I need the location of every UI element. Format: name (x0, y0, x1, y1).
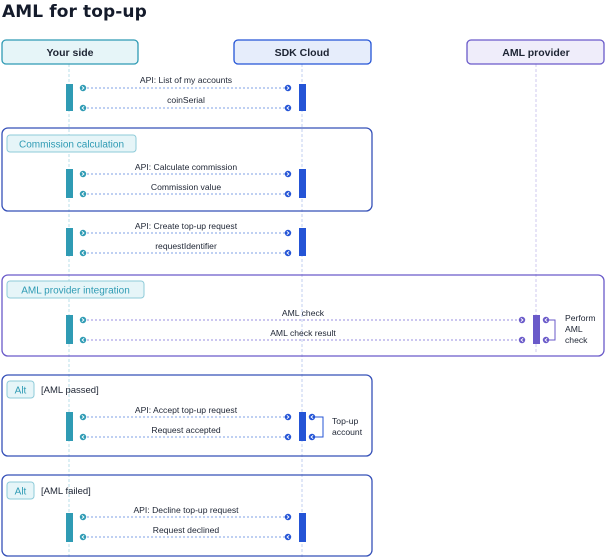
sdk-cloud-activation (299, 84, 306, 111)
self-call-topup-account: Top-up account (308, 413, 363, 441)
your-side-activation (66, 513, 73, 542)
svg-text:Top-up: Top-up (332, 416, 358, 426)
aml-integration-frame: AML provider integration (1, 274, 605, 357)
alt-tag: Alt (15, 487, 27, 498)
svg-text:account: account (332, 427, 363, 437)
svg-text:API: Calculate commission: API: Calculate commission (135, 162, 237, 172)
message-coin-serial: coinSerial (79, 95, 292, 112)
your-side-activation (66, 412, 73, 441)
sdk-cloud-activation (299, 412, 306, 441)
sdk-cloud-activation (299, 169, 306, 198)
message-decline-topup: API: Decline top-up request (79, 505, 292, 521)
svg-text:AML check: AML check (282, 308, 325, 318)
sdk-cloud-activation (299, 228, 306, 256)
your-side-activation (66, 315, 73, 344)
svg-text:API: Create top-up request: API: Create top-up request (135, 221, 238, 231)
alt-condition: [AML failed] (41, 486, 91, 497)
your-side-activation (66, 228, 73, 256)
svg-text:AML check result: AML check result (270, 328, 336, 338)
self-call-perform-aml-check: Perform AML check (542, 313, 596, 345)
svg-text:API: Decline top-up request: API: Decline top-up request (133, 505, 239, 515)
svg-text:Request declined: Request declined (153, 525, 220, 535)
group-label: AML provider integration (21, 286, 130, 297)
svg-text:Request accepted: Request accepted (151, 425, 220, 435)
message-aml-check-result: AML check result (79, 328, 526, 344)
aml-provider-activation (533, 315, 540, 344)
svg-text:SDK Cloud: SDK Cloud (275, 47, 330, 59)
svg-text:API: List of my accounts: API: List of my accounts (140, 75, 232, 85)
message-commission-value: Commission value (79, 182, 292, 198)
page-title: AML for top-up (2, 2, 147, 22)
your-side-activation (66, 84, 73, 111)
participant-aml-provider: AML provider (466, 39, 605, 65)
sdk-cloud-activation (299, 513, 306, 542)
participant-sdk-cloud: SDK Cloud (233, 39, 372, 65)
svg-text:Commission value: Commission value (151, 182, 221, 192)
message-list-accounts: API: List of my accounts (79, 75, 292, 92)
message-calc-commission: API: Calculate commission (79, 162, 292, 178)
group-label: Commission calculation (19, 140, 124, 151)
svg-text:API: Accept top-up request: API: Accept top-up request (135, 405, 238, 415)
message-aml-check: AML check (79, 308, 526, 324)
svg-text:Your side: Your side (46, 47, 93, 59)
svg-text:requestIdentifier: requestIdentifier (155, 241, 217, 251)
message-create-topup: API: Create top-up request (79, 221, 292, 237)
svg-text:check: check (565, 335, 588, 345)
message-request-declined: Request declined (79, 525, 292, 541)
your-side-activation (66, 169, 73, 198)
svg-text:AML: AML (565, 324, 583, 334)
message-request-identifier: requestIdentifier (79, 241, 292, 257)
commission-calculation-frame: Commission calculation (1, 127, 373, 212)
alt-condition: [AML passed] (41, 385, 99, 396)
message-accept-topup: API: Accept top-up request (79, 405, 292, 421)
alt-passed-frame: Alt [AML passed] (1, 374, 373, 457)
svg-text:Perform: Perform (565, 313, 596, 323)
svg-text:AML provider: AML provider (502, 47, 569, 59)
alt-failed-frame: Alt [AML failed] (1, 474, 373, 557)
message-request-accepted: Request accepted (79, 425, 292, 441)
alt-tag: Alt (15, 386, 27, 397)
participant-your-side: Your side (1, 39, 139, 65)
svg-text:coinSerial: coinSerial (167, 95, 205, 105)
